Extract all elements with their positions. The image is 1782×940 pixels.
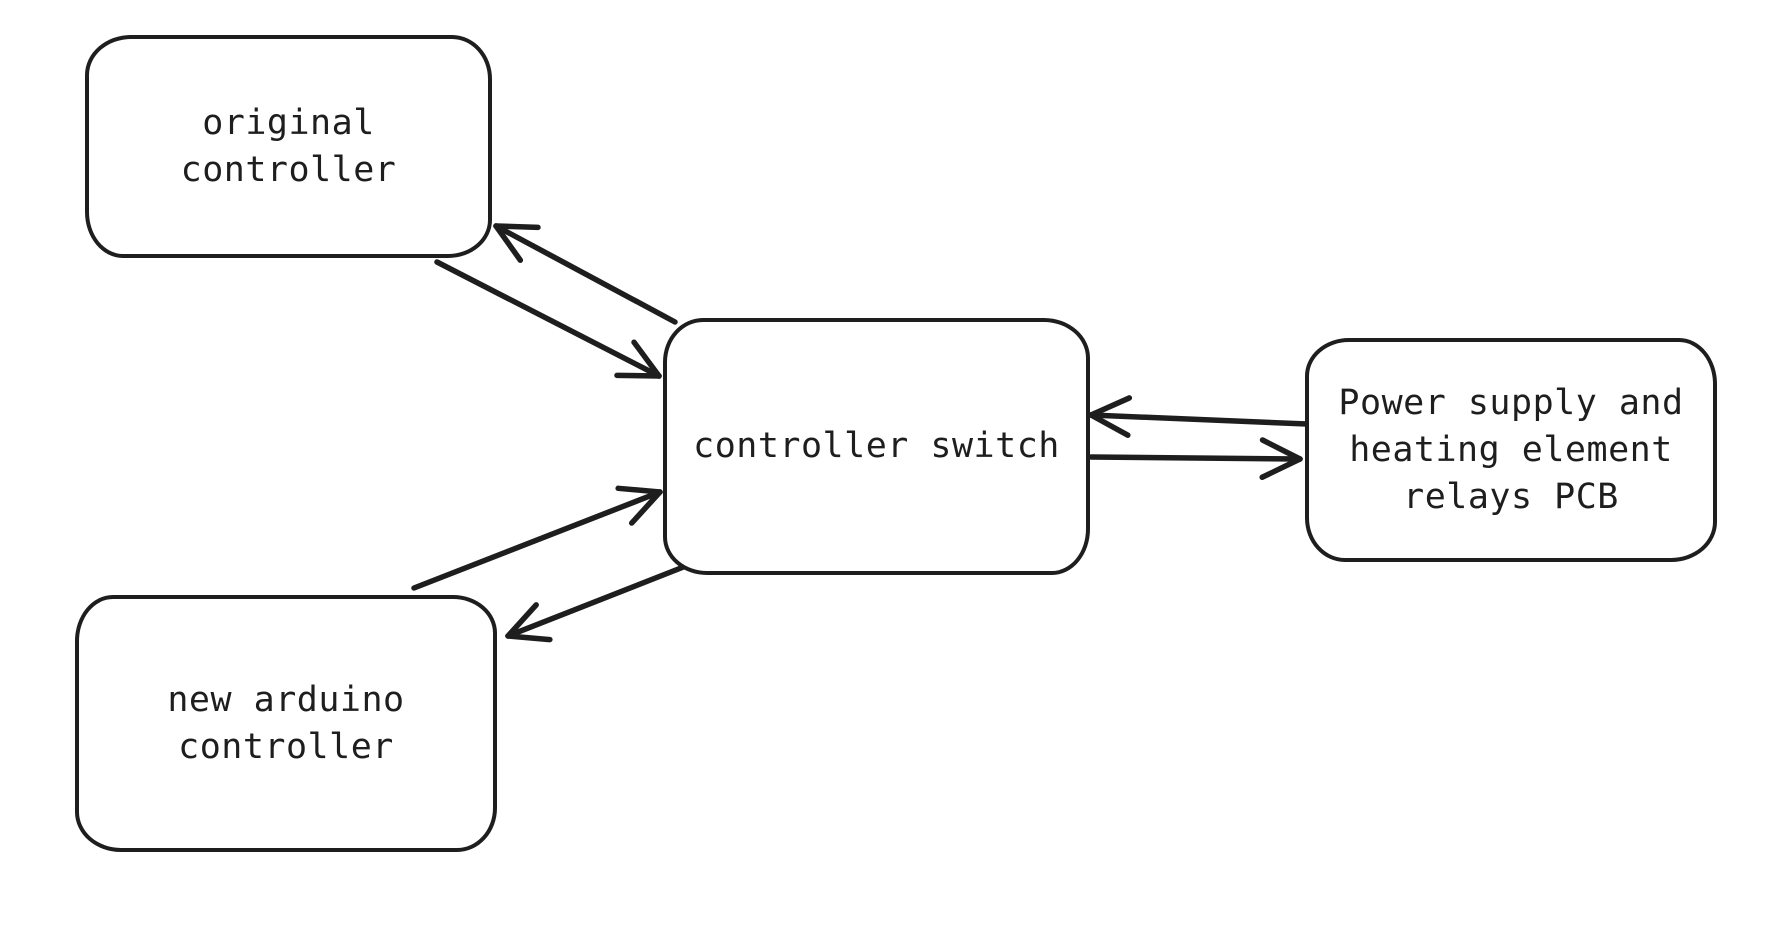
- node-controller-switch[interactable]: controller switch: [663, 318, 1090, 575]
- node-new-arduino-controller[interactable]: new arduino controller: [75, 595, 497, 852]
- edge-switch-to-original[interactable]: [493, 223, 678, 325]
- node-original-controller[interactable]: original controller: [85, 35, 492, 258]
- node-controller-switch-label: controller switch: [693, 426, 1060, 466]
- edge-pcb-to-switch[interactable]: [1088, 395, 1310, 438]
- edge-original-to-switch[interactable]: [434, 259, 662, 379]
- node-power-supply-relays-pcb[interactable]: Power supply and heating element relays …: [1305, 338, 1717, 562]
- node-power-supply-relays-pcb-label: Power supply and heating element relays …: [1338, 382, 1684, 517]
- edge-switch-to-pcb[interactable]: [1088, 437, 1303, 481]
- edge-arduino-to-switch[interactable]: [411, 485, 663, 591]
- node-new-arduino-controller-label: new arduino controller: [167, 679, 405, 767]
- edge-switch-to-arduino[interactable]: [505, 563, 689, 643]
- node-original-controller-label: original controller: [180, 102, 397, 190]
